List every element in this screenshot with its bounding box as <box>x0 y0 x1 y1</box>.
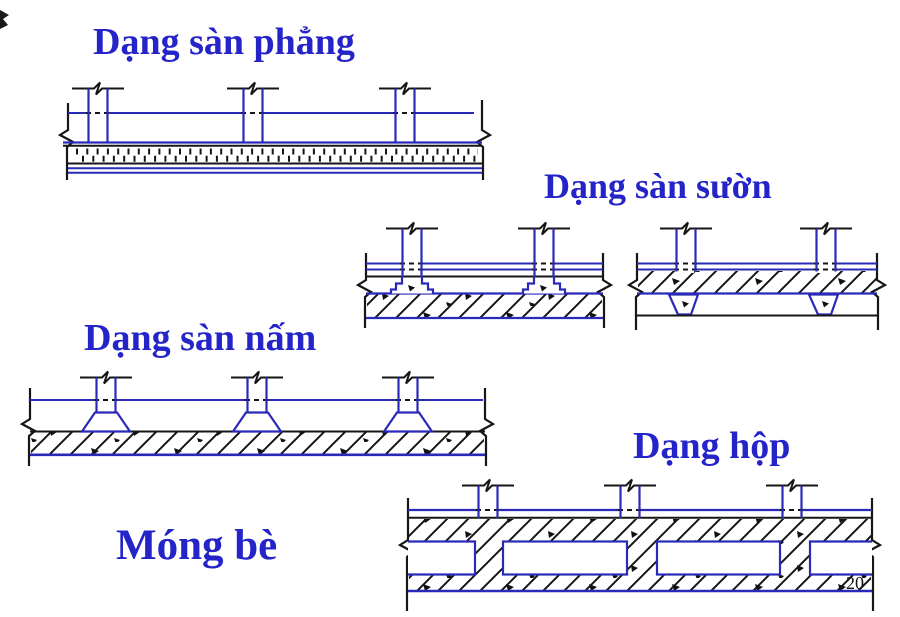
break-edge-left <box>19 388 37 466</box>
column-capital <box>382 411 434 433</box>
column <box>658 221 714 275</box>
label-box-slab: Dạng hộp <box>633 425 791 467</box>
column <box>380 370 436 415</box>
label-flat-slab: Dạng sàn phẳng <box>93 21 355 63</box>
box-void <box>408 540 477 576</box>
box-void <box>808 540 872 576</box>
break-edge-right <box>478 388 496 466</box>
figure-ribbed-slab-ribs-down <box>626 221 888 330</box>
break-edge-left <box>626 253 644 330</box>
downstand-rib <box>667 293 700 316</box>
break-edge-right <box>865 498 883 611</box>
column <box>798 221 854 275</box>
label-ribbed-slab: Dạng sàn sườn <box>544 166 772 206</box>
figure-mushroom-slab <box>19 370 496 466</box>
main-title: Móng bè <box>116 522 278 569</box>
column <box>764 478 820 520</box>
scan-artifact <box>0 10 9 29</box>
page-number: 20 <box>846 573 864 593</box>
figure-flat-slab <box>57 81 493 180</box>
figure-ribbed-slab-ribs-up <box>355 221 614 328</box>
downstand-rib <box>807 293 840 316</box>
break-edge-right <box>870 253 888 330</box>
upstand-rib <box>389 275 435 296</box>
floor-lines <box>637 262 877 271</box>
column-capital <box>231 411 283 433</box>
break-edge-right <box>475 100 493 180</box>
column <box>602 478 658 520</box>
column <box>78 370 134 415</box>
figure-box-slab <box>397 478 883 611</box>
upstand-rib <box>521 275 567 296</box>
break-edge-left <box>57 103 75 180</box>
column <box>229 370 285 415</box>
column <box>460 478 516 520</box>
break-edge-left <box>397 498 415 611</box>
label-mushroom-slab: Dạng sàn nấm <box>84 317 317 359</box>
column-capital <box>80 411 132 433</box>
box-void <box>501 540 629 576</box>
box-void <box>655 540 782 576</box>
